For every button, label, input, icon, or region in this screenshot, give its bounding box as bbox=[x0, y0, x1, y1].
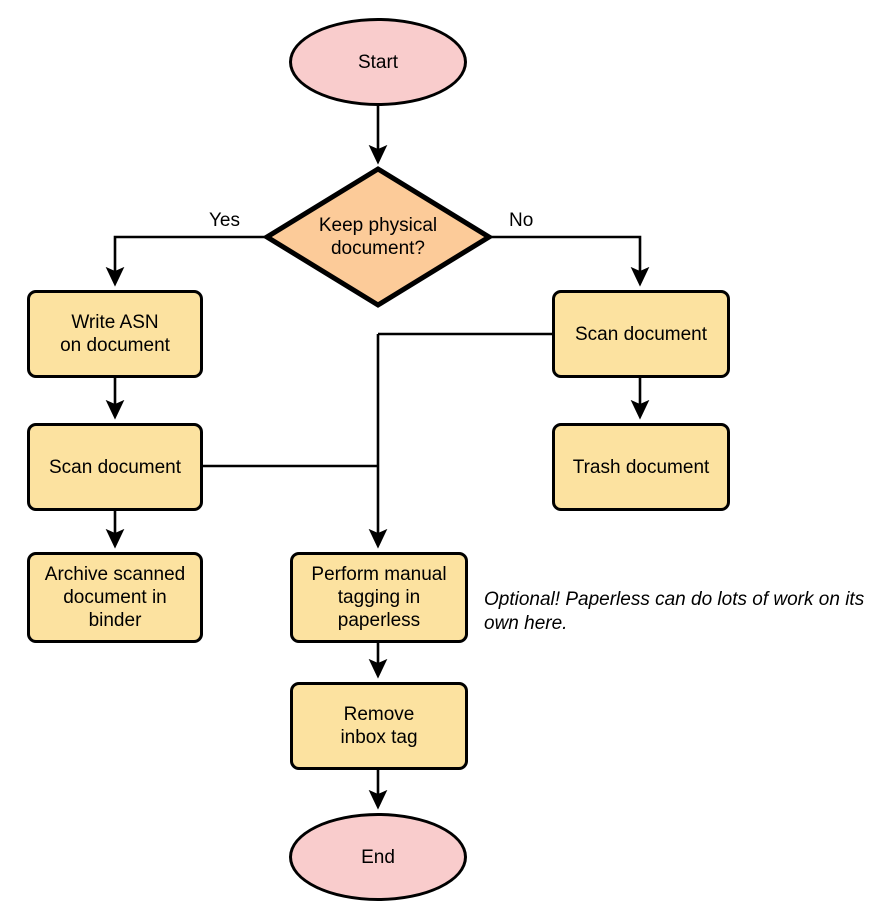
node-start-label: Start bbox=[357, 51, 399, 73]
node-scan-document-right-label: Scan document bbox=[574, 323, 708, 345]
node-decision-keep-physical-document[interactable]: Keep physical document? bbox=[264, 166, 492, 308]
node-trash-document[interactable]: Trash document bbox=[552, 423, 730, 511]
node-archive-label: Archive scanned document in binder bbox=[44, 564, 186, 631]
node-write-asn-on-document[interactable]: Write ASN on document bbox=[27, 290, 203, 378]
node-trash-document-label: Trash document bbox=[572, 456, 710, 478]
node-write-asn-label: Write ASN on document bbox=[60, 312, 170, 356]
node-decision-label: Keep physical document? bbox=[318, 215, 438, 259]
node-scan-document-right[interactable]: Scan document bbox=[552, 290, 730, 378]
node-manual-tagging-label: Perform manual tagging in paperless bbox=[311, 564, 447, 631]
node-archive-scanned-document[interactable]: Archive scanned document in binder bbox=[27, 552, 203, 643]
node-scan-document-left[interactable]: Scan document bbox=[27, 423, 203, 511]
edge-label-yes: Yes bbox=[209, 210, 240, 231]
edge-decision-no-to-scan-right bbox=[490, 235, 650, 287]
node-scan-document-left-label: Scan document bbox=[48, 456, 182, 478]
diamond-shape-icon bbox=[264, 166, 492, 308]
node-perform-manual-tagging[interactable]: Perform manual tagging in paperless bbox=[290, 552, 468, 643]
node-remove-inbox-tag[interactable]: Remove inbox tag bbox=[290, 682, 468, 770]
node-start[interactable]: Start bbox=[289, 18, 467, 106]
edge-label-no: No bbox=[509, 210, 534, 231]
node-remove-inbox-tag-label: Remove inbox tag bbox=[340, 704, 418, 748]
node-end-label: End bbox=[361, 846, 395, 868]
annotation-optional-note: Optional! Paperless can do lots of work … bbox=[484, 589, 865, 634]
node-end[interactable]: End bbox=[289, 813, 467, 901]
edge-decision-yes-to-write-asn bbox=[105, 235, 266, 287]
